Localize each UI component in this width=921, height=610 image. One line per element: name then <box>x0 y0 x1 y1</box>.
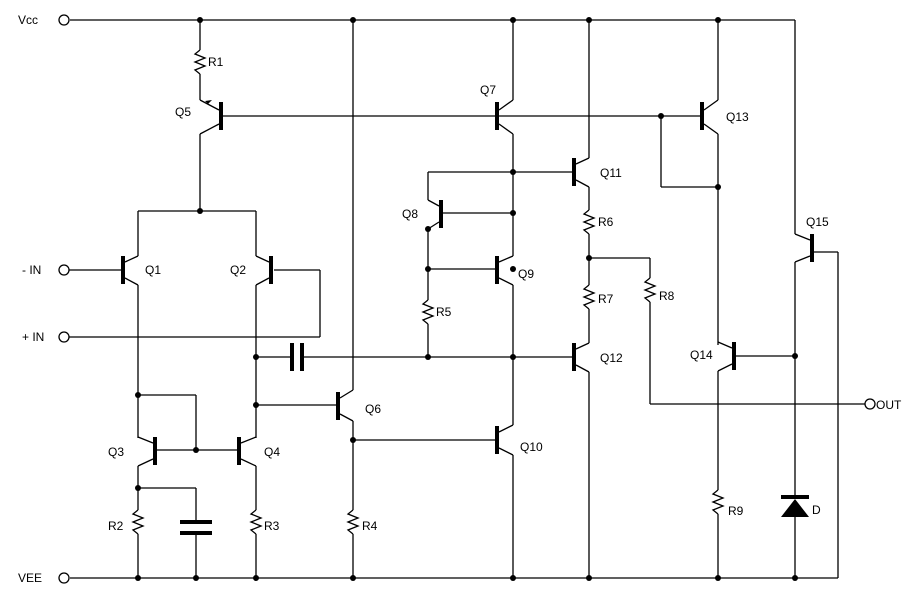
svg-text:D: D <box>812 503 821 517</box>
vcc-rail <box>70 19 796 234</box>
svg-text:Q6: Q6 <box>365 402 381 416</box>
svg-text:Q7: Q7 <box>480 83 496 97</box>
q8-collector-loop <box>427 171 572 200</box>
out-terminal: OUT <box>864 398 902 412</box>
svg-text:VEE: VEE <box>18 571 42 585</box>
svg-text:+ IN: + IN <box>22 330 44 344</box>
resistor-r6: R6 <box>582 209 614 285</box>
svg-text:OUT: OUT <box>876 398 902 412</box>
tail-node <box>137 210 257 256</box>
svg-text:Q15: Q15 <box>806 215 829 229</box>
minus-in-terminal: - IN <box>22 263 121 277</box>
transistor-q1: Q1 <box>121 255 161 438</box>
svg-text:Q5: Q5 <box>175 105 191 119</box>
svg-text:- IN: - IN <box>22 263 41 277</box>
junction-dots <box>135 17 798 581</box>
resistor-r5: R5 <box>421 299 452 357</box>
resistor-r7: R7 <box>582 284 614 343</box>
svg-text:Vcc: Vcc <box>18 13 38 27</box>
q13-base-loop <box>660 116 718 188</box>
transistor-q4: Q4 <box>237 436 280 510</box>
plus-in-terminal: + IN <box>22 269 321 344</box>
svg-text:R5: R5 <box>436 305 452 319</box>
svg-text:Q14: Q14 <box>690 348 713 362</box>
resistor-r3: R3 <box>249 509 280 578</box>
q3-collector-link <box>138 394 197 450</box>
svg-text:Q1: Q1 <box>145 263 161 277</box>
svg-text:Q8: Q8 <box>402 207 418 221</box>
svg-text:Q3: Q3 <box>108 445 124 459</box>
svg-text:R3: R3 <box>264 519 280 533</box>
svg-text:Q12: Q12 <box>600 351 623 365</box>
resistor-r9: R9 <box>711 489 744 578</box>
svg-text:Q10: Q10 <box>520 440 543 454</box>
diode-d: D <box>781 495 821 578</box>
transistor-q11: Q11 <box>572 20 622 210</box>
svg-text:R8: R8 <box>659 289 675 303</box>
vcc-terminal: Vcc <box>18 13 70 27</box>
transistor-q13: Q13 <box>700 20 749 345</box>
svg-text:R6: R6 <box>598 215 614 229</box>
transistor-q7: Q7 <box>480 20 514 256</box>
svg-text:Q4: Q4 <box>264 445 280 459</box>
transistor-q5: Q5 <box>175 99 223 211</box>
compensation-capacitor <box>256 343 572 371</box>
transistor-q10: Q10 <box>495 424 543 578</box>
transistor-q8: Q8 <box>402 199 513 300</box>
resistor-r1: R1 <box>193 20 224 100</box>
transistor-q6: Q6 <box>336 20 381 510</box>
transistor-q9: Q9 <box>428 255 534 425</box>
svg-text:Q13: Q13 <box>726 110 749 124</box>
transistor-q3: Q3 <box>108 436 157 488</box>
bypass-capacitor <box>138 487 212 578</box>
resistor-r2: R2 <box>108 488 145 578</box>
svg-text:R2: R2 <box>108 519 124 533</box>
transistor-q14: Q14 <box>690 341 795 490</box>
svg-text:R9: R9 <box>728 504 744 518</box>
resistor-r4: R4 <box>346 509 378 578</box>
transistor-q12: Q12 <box>572 342 623 578</box>
svg-text:R7: R7 <box>598 292 614 306</box>
svg-text:R1: R1 <box>208 55 224 69</box>
resistor-r8: R8 <box>589 257 865 405</box>
vee-terminal: VEE <box>18 571 70 585</box>
svg-text:R4: R4 <box>362 519 378 533</box>
transistor-q2: Q2 <box>230 255 273 438</box>
svg-text:Q2: Q2 <box>230 263 246 277</box>
svg-text:Q11: Q11 <box>600 166 622 180</box>
transistor-q15: Q15 <box>794 215 839 578</box>
svg-text:Q9: Q9 <box>518 267 534 281</box>
